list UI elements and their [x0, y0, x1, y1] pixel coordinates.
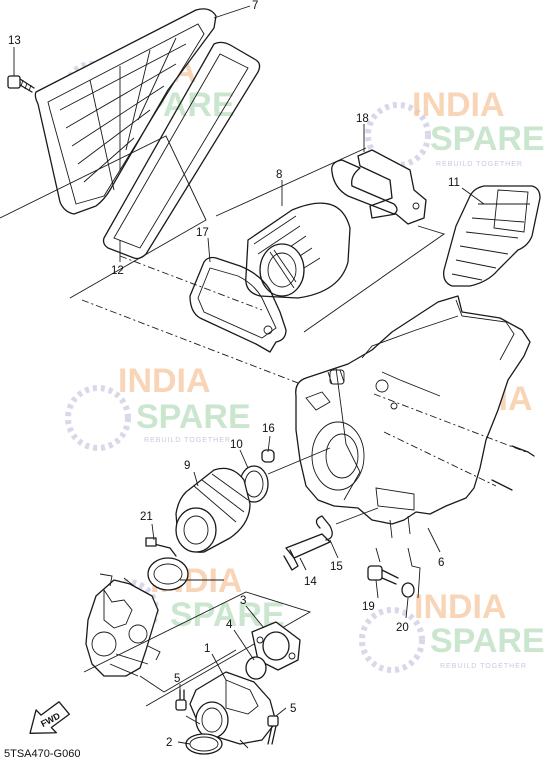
diagram-code: 5TSA470-G060: [4, 748, 80, 760]
part-filter-element-8: [245, 202, 351, 299]
callout-18: 18: [356, 113, 369, 125]
part-bolt-5-left: [175, 689, 187, 711]
group-line-holder: [303, 225, 446, 333]
part-bolt-5-right: [267, 715, 279, 745]
watermark-middle: INDIA SPARE REBUILD TOGETHER: [65, 362, 251, 451]
watermark-bottom-right: INDIA SPARE REBUILD TOGETHER: [359, 588, 545, 673]
part-clip-15: [315, 515, 333, 541]
watermark-line1: INDIA: [118, 362, 211, 400]
part-duct-11: [443, 185, 541, 287]
callout-20: 20: [396, 622, 409, 634]
part-clamp-21: [145, 537, 189, 591]
group-box-manifold: [83, 591, 312, 707]
carburetor-assembly: [85, 573, 161, 677]
watermark-line1: INDIA: [412, 86, 505, 124]
part-case-6: [295, 295, 531, 539]
callout-15: 15: [330, 561, 343, 573]
watermark-tagline: REBUILD TOGETHER: [440, 663, 527, 670]
part-grommet-20: [401, 582, 415, 598]
watermark-top-right: INDIA SPARE REBUILD TOGETHER: [365, 86, 545, 168]
callout-3: 3: [240, 595, 246, 607]
part-gasket-12: [102, 41, 261, 260]
part-oring-2: [185, 733, 223, 755]
alignment-line: [373, 393, 527, 453]
group-line-carburetor: [139, 579, 237, 693]
group-line-filter: [215, 147, 367, 217]
fwd-arrow-icon: FWD: [29, 701, 70, 734]
callout-17: 17: [196, 227, 209, 239]
watermark-line2: SPARE: [430, 120, 545, 158]
part-insulator-3: [251, 621, 301, 671]
group-line-clip: [335, 507, 379, 525]
part-bolt-19: [367, 565, 399, 585]
part-bolt-tip: [491, 445, 535, 491]
watermark-line1: INDIA: [414, 588, 507, 626]
callout-9: 9: [184, 460, 190, 472]
part-screw-13: [7, 75, 35, 93]
callout-12: 12: [111, 265, 124, 277]
part-oring-4: [245, 656, 267, 680]
part-cover-7: [34, 8, 217, 215]
callout-2: 2: [166, 737, 172, 749]
callout-19: 19: [362, 601, 375, 613]
part-plug-14: [283, 533, 331, 571]
part-gasket-17: [189, 256, 287, 353]
part-manifold-1: [185, 671, 277, 749]
callout-13: 13: [8, 35, 21, 47]
group-line-bolt: [375, 547, 421, 599]
callout-14: 14: [304, 576, 317, 588]
watermark-line2: SPARE: [136, 398, 251, 436]
callout-1: 1: [204, 643, 210, 655]
callout-11: 11: [448, 177, 460, 189]
callout-21: 21: [140, 511, 153, 523]
group-line-joint: [267, 447, 331, 475]
callout-6: 6: [438, 557, 444, 569]
watermark-line2: SPARE: [430, 622, 545, 660]
watermark-tagline: REBUILD TOGETHER: [436, 161, 523, 168]
part-joint-9: [175, 467, 251, 553]
alignment-line: [383, 431, 497, 487]
callout-4: 4: [226, 619, 233, 631]
group-box-cover: [0, 135, 207, 299]
alignment-line: [119, 255, 263, 311]
callout-16: 16: [262, 423, 275, 435]
watermark-tagline: REBUILD TOGETHER: [144, 437, 231, 444]
callout-5-left: 5: [174, 673, 180, 685]
callout-7: 7: [252, 0, 258, 12]
callout-8: 8: [276, 169, 282, 181]
callout-10: 10: [230, 439, 243, 451]
leader-lines: [13, 5, 485, 745]
callout-5-right: 5: [290, 703, 296, 715]
